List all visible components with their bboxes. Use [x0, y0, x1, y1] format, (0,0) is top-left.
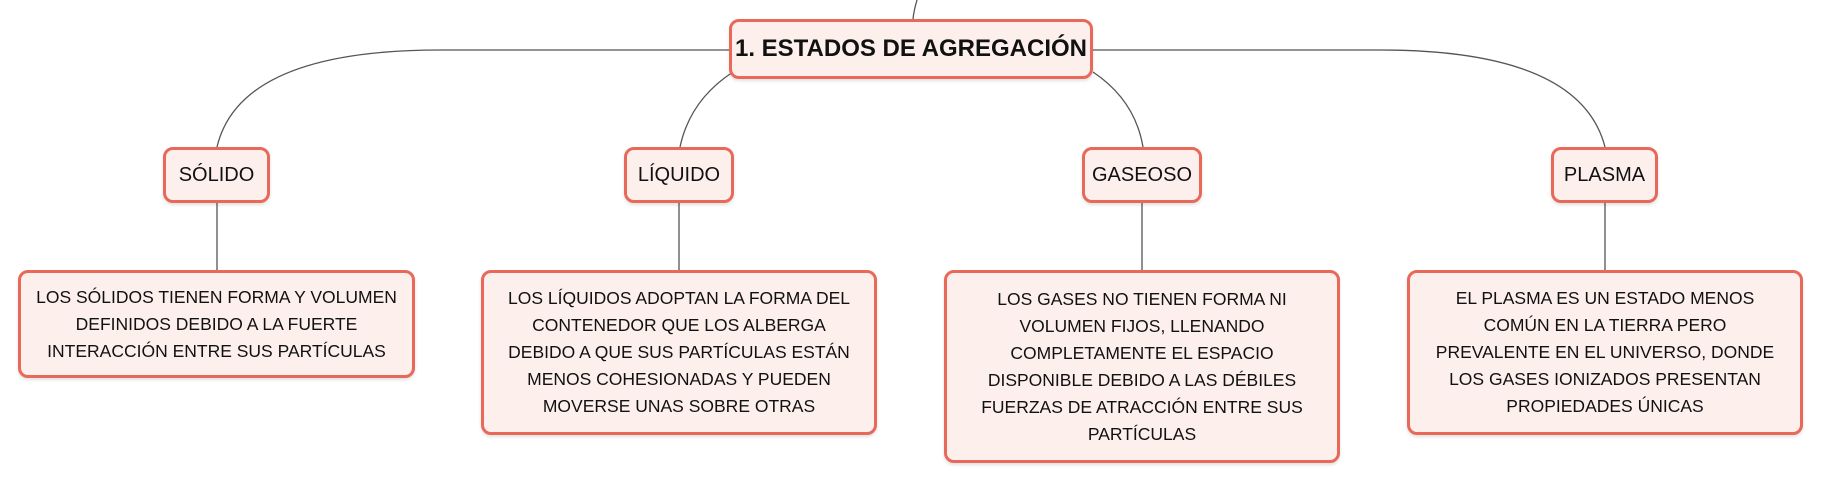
branch-node-solido[interactable]: SÓLIDO [163, 147, 270, 203]
branch-node-plasma[interactable]: PLASMA [1551, 147, 1658, 203]
connector-root-solido [216, 49, 729, 148]
description-text: LOS GASES NO TIENEN FORMA NI VOLUMEN FIJ… [981, 288, 1303, 444]
description-text: EL PLASMA ES UN ESTADO MENOS COMÚN EN LA… [1435, 288, 1775, 416]
connector-root-liquido [679, 71, 734, 148]
description-text: LOS SÓLIDOS TIENEN FORMA Y VOLUMEN DEFIN… [36, 286, 397, 361]
connector-root-plasma [1093, 49, 1606, 148]
branch-label: PLASMA [1563, 163, 1646, 186]
description-node-liquido[interactable]: LOS LÍQUIDOS ADOPTAN LA FORMA DEL CONTEN… [481, 270, 877, 435]
branch-label: SÓLIDO [178, 163, 255, 186]
description-node-plasma[interactable]: EL PLASMA ES UN ESTADO MENOS COMÚN EN LA… [1407, 270, 1803, 435]
description-node-solido[interactable]: LOS SÓLIDOS TIENEN FORMA Y VOLUMEN DEFIN… [18, 270, 415, 378]
connector-root-gaseoso [1092, 71, 1144, 148]
root-label: 1. ESTADOS DE AGREGACIÓN [734, 35, 1088, 62]
branch-label: GASEOSO [1091, 163, 1193, 186]
description-node-gaseoso[interactable]: LOS GASES NO TIENEN FORMA NI VOLUMEN FIJ… [944, 270, 1340, 463]
branch-node-liquido[interactable]: LÍQUIDO [624, 147, 734, 203]
root-node[interactable]: 1. ESTADOS DE AGREGACIÓN [729, 19, 1093, 79]
connector-parent [912, 0, 918, 20]
branch-label: LÍQUIDO [637, 163, 721, 186]
description-text: LOS LÍQUIDOS ADOPTAN LA FORMA DEL CONTEN… [508, 288, 850, 416]
branch-node-gaseoso[interactable]: GASEOSO [1082, 147, 1202, 203]
